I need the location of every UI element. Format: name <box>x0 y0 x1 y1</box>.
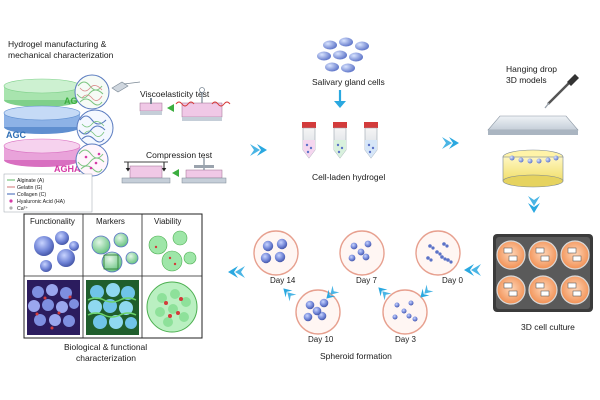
culture-well <box>496 275 526 305</box>
bio-char-label-line2: characterization <box>76 353 136 363</box>
day-dish: Day 10 <box>295 289 341 344</box>
bio-char-label-line1: Biological & functional <box>64 342 147 352</box>
spheroid-days: Day 0 Day 3 Day 7 Day 10 Day 14 <box>253 230 463 344</box>
markers-zoom <box>86 280 139 335</box>
legend-item-ca: Ca²⁺ <box>17 206 28 212</box>
compression-illustration <box>121 158 227 184</box>
hydrogel-title-line2: mechanical characterization <box>8 50 114 60</box>
functionality-spheroids <box>34 231 79 272</box>
day-label: Day 3 <box>395 335 416 344</box>
network-zoom-ag <box>74 74 110 110</box>
hanging-drop-label-line2: 3D models <box>506 75 547 85</box>
grid-header-markers: Markers <box>96 217 125 226</box>
culture-well <box>560 240 590 270</box>
day-label: Day 0 <box>442 276 463 285</box>
tube-2 <box>333 122 347 159</box>
rheometer-illustration <box>111 81 231 121</box>
day-label: Day 7 <box>356 276 377 285</box>
legend-item-collagen: Collagen (C) <box>17 192 46 198</box>
markers-spheroids <box>91 232 139 273</box>
day-label: Day 14 <box>270 276 296 285</box>
flow-arrow-4 <box>464 264 481 276</box>
legend-swatch-ca <box>9 206 13 210</box>
day-dish: Day 14 <box>253 230 299 285</box>
cell-laden-hydrogel-label: Cell-laden hydrogel <box>312 172 385 182</box>
hydrogel-agc-label: AGC <box>6 130 27 140</box>
viscoelasticity-test-label: Viscoelasticity test <box>140 89 210 99</box>
day-dish: Day 7 <box>339 230 385 285</box>
hydrogel-ag-label: AG <box>64 96 78 106</box>
legend-item-ha: Hyaluronic Acid (HA) <box>17 199 65 205</box>
legend-item-alginate: Alginate (A) <box>17 178 44 184</box>
hydrogel-agha-label: AGHA <box>54 164 81 174</box>
culture-well <box>528 275 558 305</box>
salivary-gland-cells-label: Salivary gland cells <box>312 77 385 87</box>
network-zoom-agc <box>76 109 114 147</box>
cell-culture-3d-label: 3D cell culture <box>521 322 575 332</box>
salivary-gland-cells <box>317 37 369 73</box>
flow-arrow-2 <box>442 137 459 149</box>
down-arrow-head <box>334 101 346 108</box>
hydrogel-agc: AGC <box>3 105 81 140</box>
day-dish: Day 0 <box>415 230 463 285</box>
hanging-drop-lid <box>487 115 579 135</box>
flow-arrow-1 <box>250 144 267 156</box>
culture-well <box>496 240 526 270</box>
legend-swatch-ha <box>9 199 13 203</box>
legend-item-gelatin: Gelatin (G) <box>17 185 43 191</box>
flow-arrow-5 <box>228 266 245 278</box>
culture-wells <box>496 240 590 305</box>
grid-header-functionality: Functionality <box>30 217 75 226</box>
culture-well <box>528 240 558 270</box>
network-zoom-agha <box>75 143 109 177</box>
pipette <box>544 74 579 109</box>
tube-3 <box>364 122 378 159</box>
legend: Alginate (A) Gelatin (G) Collagen (C) Hy… <box>3 173 93 213</box>
hanging-drop-label-line1: Hanging drop <box>506 64 557 74</box>
hydrogel-ag: AG <box>3 78 81 107</box>
day-dish: Day 3 <box>382 289 428 344</box>
viability-zoom <box>146 281 198 333</box>
day-arrow-10-14 <box>279 284 297 302</box>
day-label: Day 10 <box>308 335 334 344</box>
compression-test-label: Compression test <box>146 150 213 160</box>
grid-header-viability: Viability <box>154 217 181 226</box>
flow-arrow-3 <box>528 196 540 213</box>
hanging-drop-dish <box>502 149 564 188</box>
hydrogel-agha: AGHA <box>3 138 81 174</box>
tube-1 <box>302 122 316 159</box>
culture-well <box>560 275 590 305</box>
viability-spheroids <box>148 230 197 272</box>
spheroid-formation-label: Spheroid formation <box>320 351 392 361</box>
functionality-zoom <box>27 280 80 335</box>
hydrogel-title-line1: Hydrogel manufacturing & <box>8 39 107 49</box>
